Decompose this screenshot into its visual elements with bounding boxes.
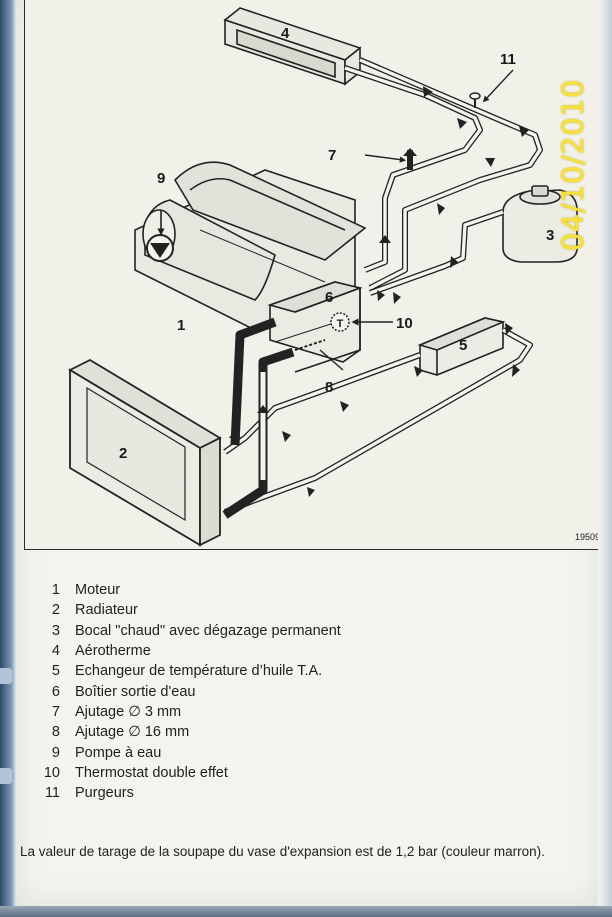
bookmark-tab xyxy=(0,668,12,684)
legend-label: Purgeurs xyxy=(75,785,134,802)
legend-item: 3 Bocal "chaud" avec dégazage permanent xyxy=(30,621,590,641)
callout-11: 11 xyxy=(500,51,516,68)
legend-number: 11 xyxy=(44,785,60,802)
legend-label: Radiateur xyxy=(75,602,138,619)
nozzle-3mm xyxy=(364,148,417,167)
legend-label: Thermostat double effet xyxy=(75,764,228,781)
legend-item: 4 Aérotherme xyxy=(30,641,590,661)
cooling-circuit-figure: T xyxy=(24,0,600,550)
manual-page: T xyxy=(16,0,600,906)
legend-number: 6 xyxy=(51,683,60,700)
legend-number: 4 xyxy=(51,643,60,660)
photo-datestamp-text: 04/10/2010 xyxy=(556,78,590,252)
callout-10: 10 xyxy=(396,315,413,332)
legend-label: Bocal "chaud" avec dégazage permanent xyxy=(75,622,341,639)
legend-number: 9 xyxy=(51,744,60,761)
legend-number: 2 xyxy=(51,602,60,619)
heater-core xyxy=(223,7,362,86)
legend-item: 7 Ajutage ∅ 3 mm xyxy=(30,702,590,722)
callout-7: 7 xyxy=(328,147,336,164)
legend-label: Aérotherme xyxy=(75,643,151,660)
legend-item: 1 Moteur xyxy=(30,580,590,600)
legend-item: 8 Ajutage ∅ 16 mm xyxy=(30,722,590,742)
legend-item: 11 Purgeurs xyxy=(30,783,590,803)
legend-item: 6 Boîtier sortie d'eau xyxy=(30,681,590,701)
legend-number: 1 xyxy=(51,582,60,599)
scanner-left-edge xyxy=(0,0,16,917)
legend-number: 10 xyxy=(43,764,60,781)
legend-item: 9 Pompe à eau xyxy=(30,742,590,762)
water-outlet-housing xyxy=(267,281,363,373)
water-pump xyxy=(146,210,174,262)
scanner-bottom-edge xyxy=(0,906,612,917)
thermostat-symbol: T xyxy=(337,318,344,330)
radiator xyxy=(68,358,222,547)
flow-arrows xyxy=(229,86,529,497)
legend-label: Boîtier sortie d'eau xyxy=(75,683,196,700)
callout-8: 8 xyxy=(325,379,333,396)
callout-5: 5 xyxy=(459,337,467,354)
legend-label: Echangeur de température d’huile T.A. xyxy=(75,663,323,680)
expansion-valve-note: La valeur de tarage de la soupape du vas… xyxy=(20,844,545,859)
legend-label: Pompe à eau xyxy=(75,744,162,761)
legend-number: 8 xyxy=(51,724,60,741)
callout-9: 9 xyxy=(157,170,165,187)
legend-number: 7 xyxy=(51,703,60,720)
legend-item: 10 Thermostat double effet xyxy=(30,763,590,783)
thermostat: T xyxy=(330,312,393,332)
legend-label: Moteur xyxy=(75,582,121,599)
photo-datestamp: 04/10/2010 xyxy=(553,60,593,270)
legend-number: 5 xyxy=(51,663,60,680)
expansion-bottle xyxy=(502,185,578,263)
bookmark-tab xyxy=(0,768,12,784)
legend-label: Ajutage ∅ 16 mm xyxy=(75,724,190,741)
callout-2: 2 xyxy=(119,445,127,462)
engine-block xyxy=(134,161,367,331)
legend-item: 2 Radiateur xyxy=(30,600,590,620)
callout-4: 4 xyxy=(281,25,290,42)
legend-number: 3 xyxy=(51,622,60,639)
callout-3: 3 xyxy=(546,227,554,244)
scanner-right-edge xyxy=(598,0,612,917)
figure-reference-code: 19509 xyxy=(575,532,600,542)
legend-item: 5 Echangeur de température d’huile T.A. xyxy=(30,661,590,681)
callout-leaders xyxy=(319,69,514,371)
callout-1: 1 xyxy=(177,317,185,334)
legend-label: Ajutage ∅ 3 mm xyxy=(75,703,182,720)
callout-6: 6 xyxy=(325,289,333,306)
legend-list: 1 Moteur 2 Radiateur 3 Bocal "chaud" avec d… xyxy=(30,580,590,803)
cooling-circuit-diagram: T xyxy=(68,7,600,547)
